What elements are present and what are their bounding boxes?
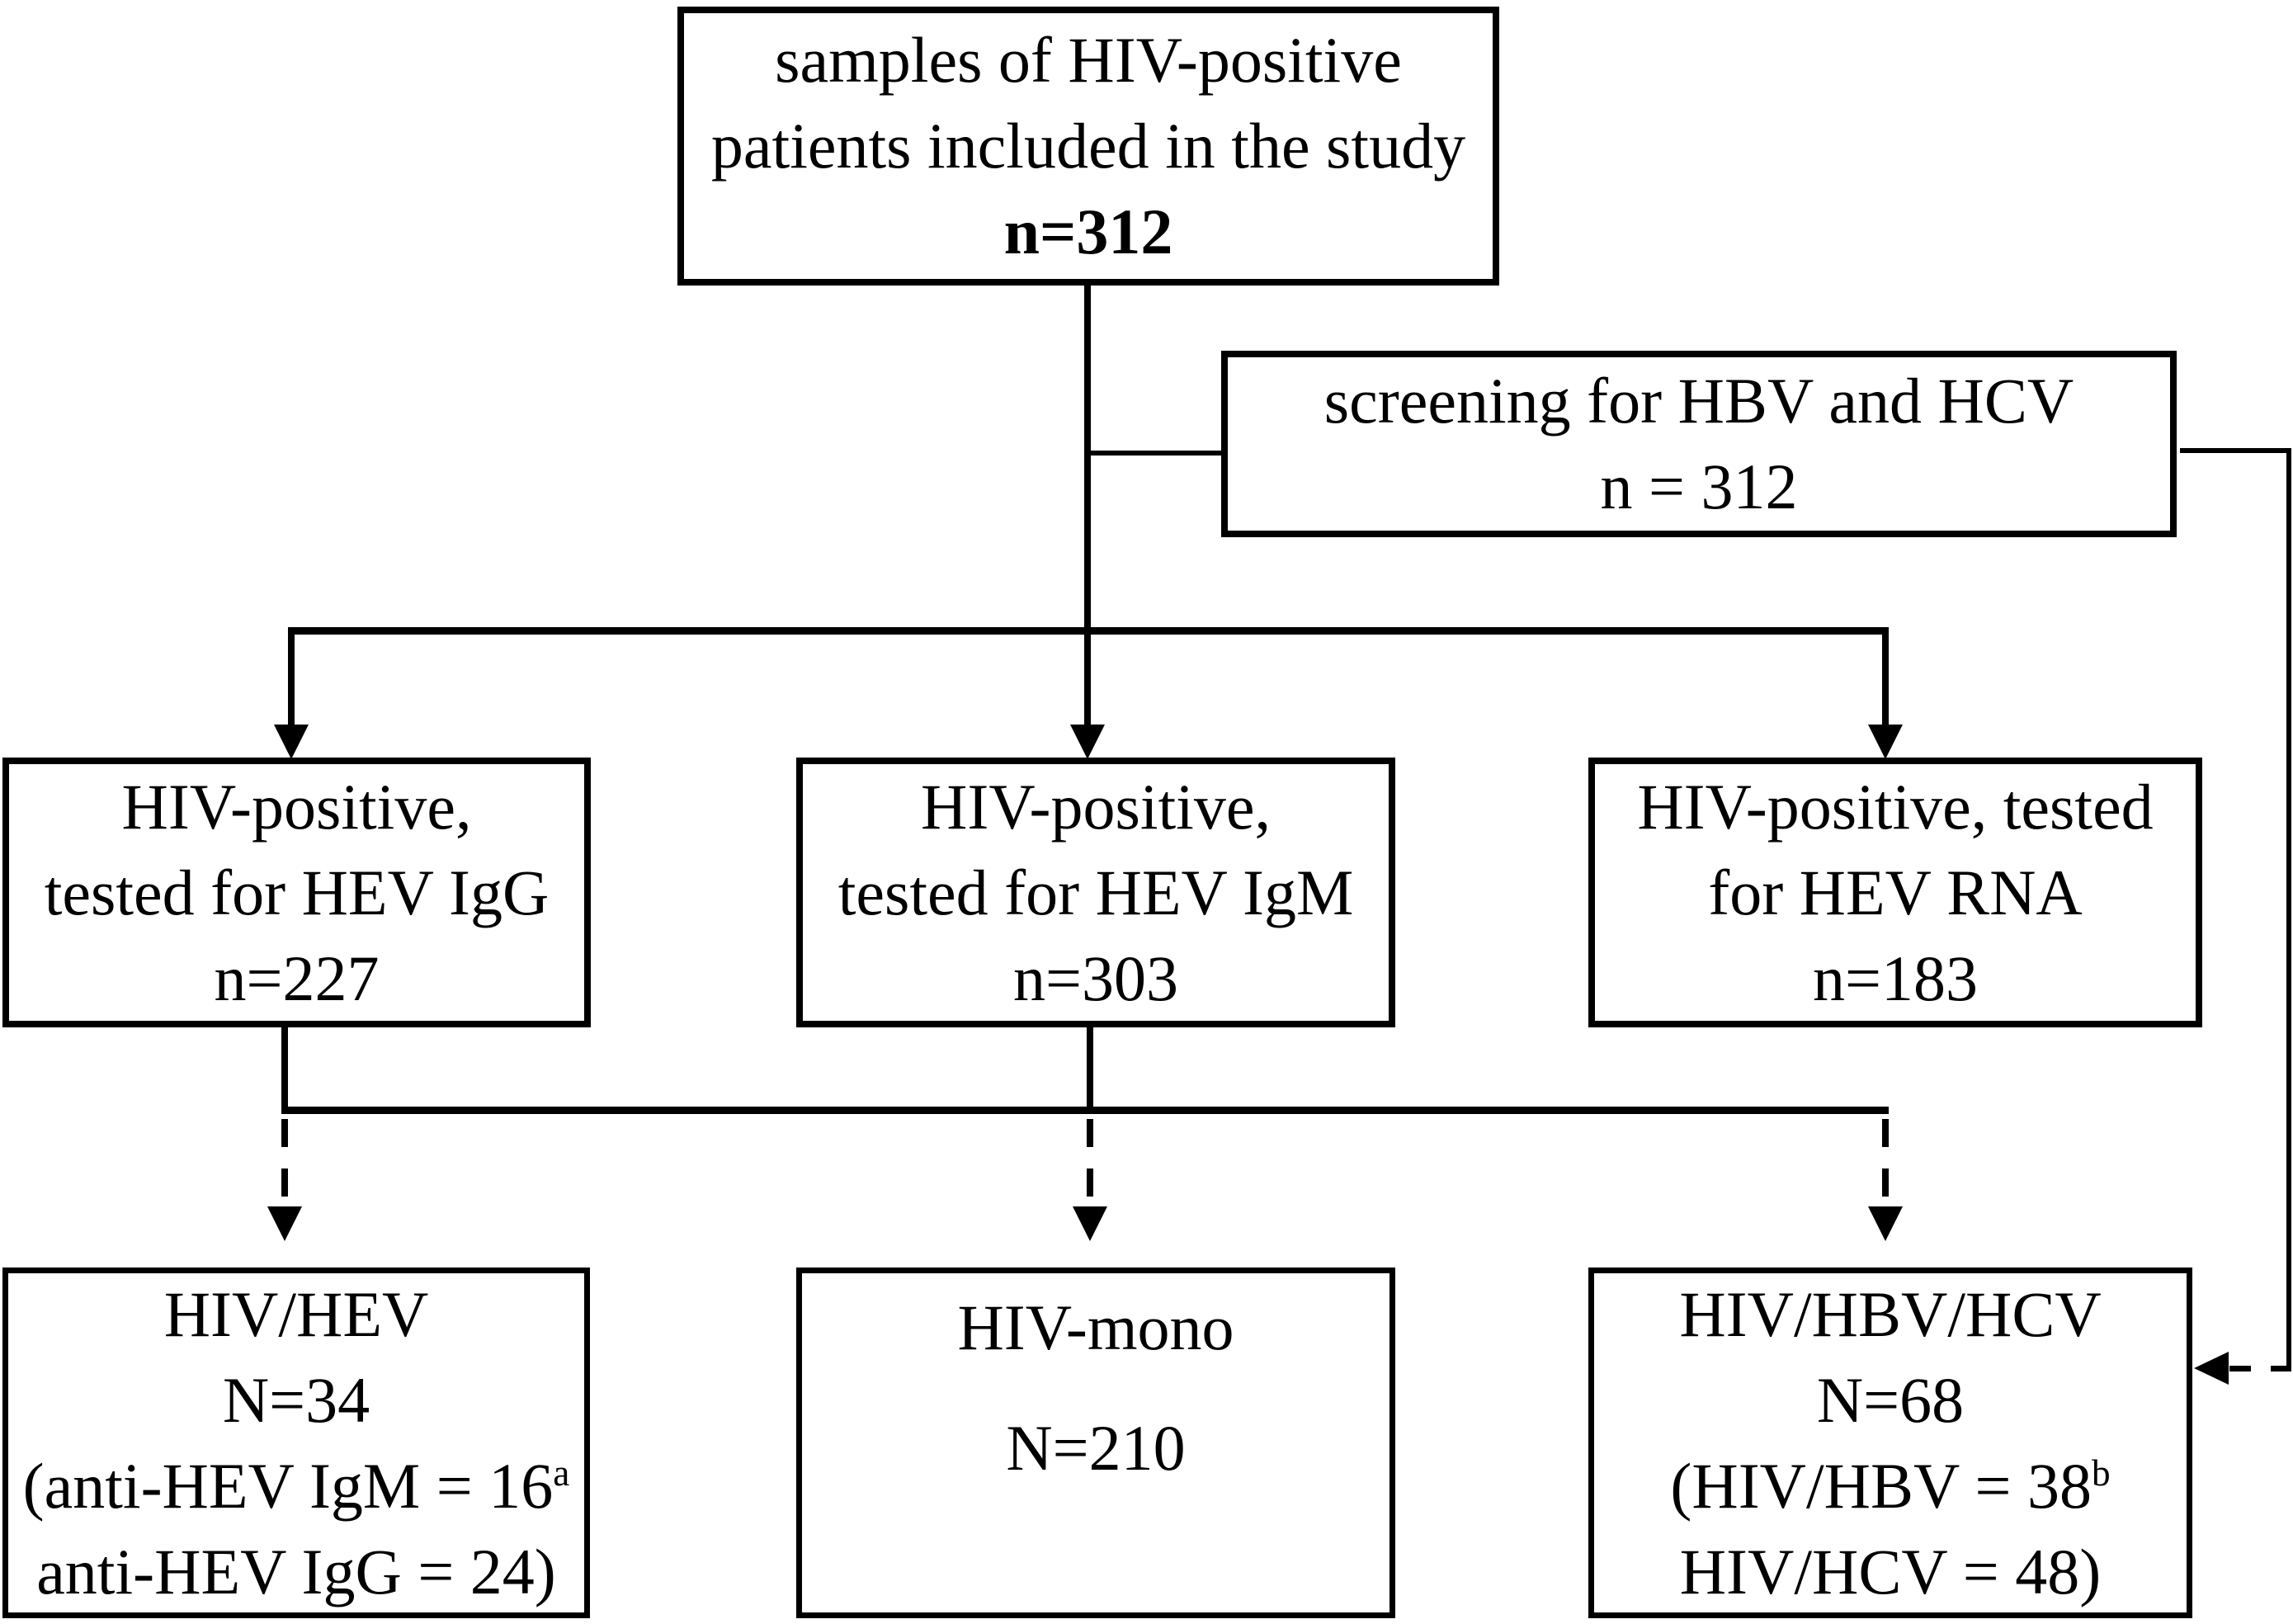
arrowhead-to-hev-rna [1868, 725, 1903, 759]
connector-screening [1091, 451, 1221, 456]
hiv-hev-line1: HIV/HEV [163, 1277, 429, 1350]
hiv-hbv-hcv-line4: HIV/HCV = 48) [1679, 1535, 2102, 1607]
arrowhead-to-hiv-hbv-hcv [1868, 1206, 1903, 1241]
hiv-mono-line1: HIV-mono [957, 1291, 1234, 1363]
screening-line1: screening for HBV and HCV [1323, 365, 2074, 437]
hiv-hev-line3: (anti-HEV IgM = 16a [23, 1443, 570, 1529]
connector-top-to-middle [1084, 286, 1091, 725]
hev-igm-line2: tested for HEV IgM [837, 856, 1354, 928]
hiv-hev-line4: anti-HEV IgG = 24) [36, 1535, 556, 1607]
dashed-shaft-entry-right [2229, 1366, 2291, 1371]
hev-igg-line1: HIV-positive, [121, 770, 472, 843]
arrowhead-to-hiv-hev [267, 1206, 302, 1241]
stub-hev-igg-down [281, 1027, 288, 1110]
arrowhead-entry-hiv-hbv-hcv [2194, 1352, 2229, 1385]
hev-rna-line1: HIV-positive, tested [1637, 770, 2154, 843]
box-hiv-hev: HIV/HEV N=34 (anti-HEV IgM = 16a anti-HE… [2, 1268, 590, 1618]
stub-hev-igm-down [1087, 1027, 1093, 1110]
arrow-shaft-to-hev-rna [1882, 627, 1889, 725]
hev-rna-line2: for HEV RNA [1708, 856, 2083, 928]
hiv-hbv-hcv-footnote-marker: b [2091, 1452, 2111, 1494]
box-tested-hev-igg: HIV-positive, tested for HEV IgG n=227 [2, 758, 591, 1027]
collector-line-lower [281, 1107, 1889, 1114]
box-tested-hev-igm: HIV-positive, tested for HEV IgM n=303 [796, 758, 1395, 1027]
hiv-hev-n-value: N=34 [222, 1363, 370, 1436]
hiv-mono-n-value: N=210 [1006, 1412, 1186, 1484]
hiv-hbv-hcv-line3: (HIV/HBV = 38b [1670, 1443, 2110, 1529]
route-screening-right-horizontal [2180, 448, 2291, 453]
hiv-hev-footnote-marker: a [553, 1452, 570, 1494]
study-samples-line1: samples of HIV-positive [775, 24, 1402, 96]
study-samples-line2: patients included in the study [710, 110, 1466, 182]
hev-igm-n-value: n=303 [1013, 942, 1178, 1014]
box-hiv-mono: HIV-mono N=210 [796, 1268, 1395, 1618]
study-samples-n-value: n=312 [1003, 196, 1173, 267]
arrowhead-to-hev-igg [274, 725, 309, 759]
box-tested-hev-rna: HIV-positive, tested for HEV RNA n=183 [1588, 758, 2202, 1027]
box-hiv-hbv-hcv: HIV/HBV/HCV N=68 (HIV/HBV = 38b HIV/HCV … [1588, 1268, 2192, 1618]
box-study-samples: samples of HIV-positive patients include… [677, 7, 1499, 286]
box-screening-hbv-hcv: screening for HBV and HCV n = 312 [1221, 351, 2177, 537]
arrowhead-to-hev-igm [1070, 725, 1105, 759]
hev-igg-line2: tested for HEV IgG [44, 856, 550, 928]
hev-igm-line1: HIV-positive, [921, 770, 1271, 843]
hiv-hbv-hcv-line1: HIV/HBV/HCV [1679, 1277, 2102, 1350]
branch-line-upper [288, 627, 1889, 635]
hev-rna-n-value: n=183 [1813, 942, 1978, 1014]
screening-n-value: n = 312 [1600, 451, 1798, 522]
hiv-hbv-hcv-line3-text: (HIV/HBV = 38 [1670, 1449, 2092, 1522]
dashed-shaft-to-hiv-hbv-hcv [1882, 1119, 1889, 1206]
route-screening-right-vertical [2286, 448, 2291, 1367]
hiv-hev-line3-text: (anti-HEV IgM = 16 [22, 1449, 554, 1522]
arrow-shaft-to-hev-igg [288, 627, 295, 725]
arrowhead-to-hiv-mono [1073, 1206, 1107, 1241]
hev-igg-n-value: n=227 [214, 942, 380, 1014]
dashed-shaft-to-hiv-mono [1087, 1119, 1093, 1206]
hiv-hbv-hcv-n-value: N=68 [1816, 1363, 1965, 1436]
dashed-shaft-to-hiv-hev [281, 1119, 288, 1206]
